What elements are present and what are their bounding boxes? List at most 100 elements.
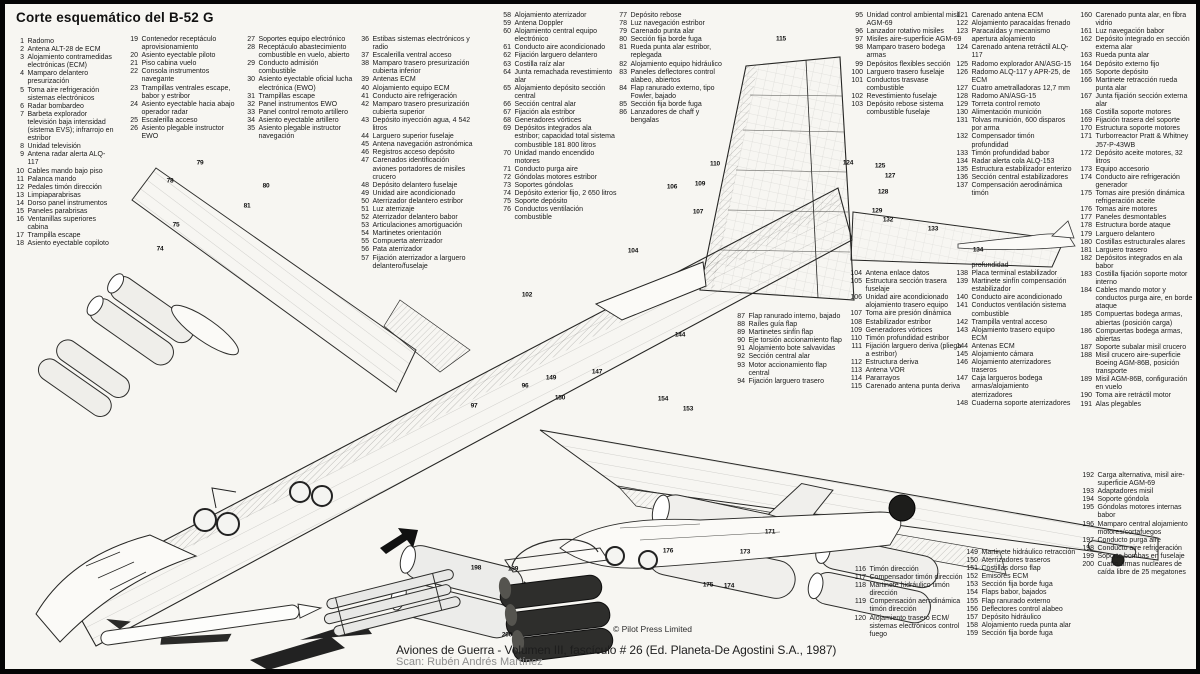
legend-item-number: 117 <box>854 574 866 582</box>
legend-item-number: 190 <box>1080 392 1092 400</box>
legend-item-number: 87 <box>737 313 745 320</box>
legend-item-number: 99 <box>855 60 863 68</box>
legend-item-number: 152 <box>966 573 978 581</box>
legend-item-text: Cuaderna soporte aterrizadores <box>971 399 1071 407</box>
legend-item-text: Adaptadores misil <box>1097 488 1154 496</box>
legend-item-number: 182 <box>1080 254 1092 262</box>
legend-item-number: 71 <box>503 165 511 173</box>
legend-item-number: 40 <box>361 84 369 92</box>
legend-item: profundidad <box>951 262 1071 270</box>
legend-item-number: 129 <box>956 101 968 109</box>
legend-item-number: 168 <box>1080 109 1092 117</box>
legend-item-number: 183 <box>1080 271 1092 278</box>
legend-item-number: 64 <box>503 68 511 76</box>
legend-item-text: Alojamiento equipo hidráulico <box>630 60 722 68</box>
legend-item-number: 174 <box>1080 173 1092 181</box>
drawing-callout-number: 171 <box>764 528 776 536</box>
legend-item-number: 42 <box>361 100 369 108</box>
legend-item-text: Soporte depósito <box>1095 68 1149 76</box>
legend-item-text: Fijación trasera del soporte <box>1095 117 1180 125</box>
legend-item-text: Alojamiento contramedidas electrónicas (… <box>27 54 112 70</box>
drawing-callout-number: 124 <box>842 159 854 167</box>
legend-item-text: Aterrizador delantero babor <box>372 214 458 222</box>
legend-item-number: 128 <box>956 92 968 100</box>
legend-item-number: 20 <box>130 52 138 60</box>
legend-item-number: 15 <box>16 207 24 215</box>
nose-gear-studies <box>193 481 333 536</box>
legend-item-text: Depósito hidráulico <box>981 613 1042 621</box>
drawing-callout-number: 132 <box>882 216 894 224</box>
legend-item-number: 164 <box>1080 60 1092 68</box>
legend-item-number: 5 <box>20 86 24 94</box>
legend-item-number: 123 <box>956 28 968 36</box>
legend-item-number: 97 <box>855 36 863 44</box>
legend-item-number: 187 <box>1080 343 1092 351</box>
legend-item-text: Asiento plegable instructor navegación <box>258 125 342 141</box>
legend-item-text: Larguero trasero <box>1095 246 1148 254</box>
legend-item-number: 27 <box>247 36 255 43</box>
legend-item-text: Depósitos integrados ala estribor; capac… <box>514 125 615 149</box>
legend-item-number: 148 <box>956 399 968 407</box>
legend-item-number: 83 <box>619 68 627 76</box>
legend-item-number: 50 <box>361 197 369 205</box>
legend-item-text: Misil AGM-86B, configuración en vuelo <box>1095 376 1188 392</box>
legend-item-number: 54 <box>361 230 369 238</box>
legend-item-text: Misiles aire-superficie AGM-69 <box>866 36 962 44</box>
legend-item-text: Estructura soporte motores <box>1095 125 1180 133</box>
legend-item-number: 158 <box>966 621 978 629</box>
legend-item-text: Sección fija borde fuga <box>630 101 702 109</box>
legend-item-text: Alojamiento aterrizadores traseros <box>971 359 1051 375</box>
legend-item-number: 25 <box>130 116 138 124</box>
frame-top <box>0 0 1200 4</box>
drawing-callout-number: 198 <box>470 564 482 572</box>
legend-item-number: 35 <box>247 125 255 133</box>
drawing-callout-number: 199 <box>507 565 519 573</box>
legend-item-text: Junta remachada revestimiento alar <box>514 68 613 84</box>
legend-item-text: Radar alerta cola ALQ-153 <box>971 157 1055 165</box>
legend-item-number: 192 <box>1082 472 1094 479</box>
legend-item-text: Luz navegación babor <box>1095 28 1165 36</box>
legend-item-number: 18 <box>16 240 24 248</box>
legend-item-text: Equipo accesorio <box>1095 165 1150 173</box>
legend-item-text: Tomas aire presión dinámica refrigeració… <box>1095 190 1185 206</box>
legend-item-number: 197 <box>1082 536 1094 544</box>
legend-item-number: 96 <box>855 28 863 36</box>
legend-item-number: 169 <box>1080 117 1092 125</box>
legend-item-number: 69 <box>503 125 511 133</box>
legend-item-text: Alojamiento trasero equipo ECM <box>971 326 1055 342</box>
